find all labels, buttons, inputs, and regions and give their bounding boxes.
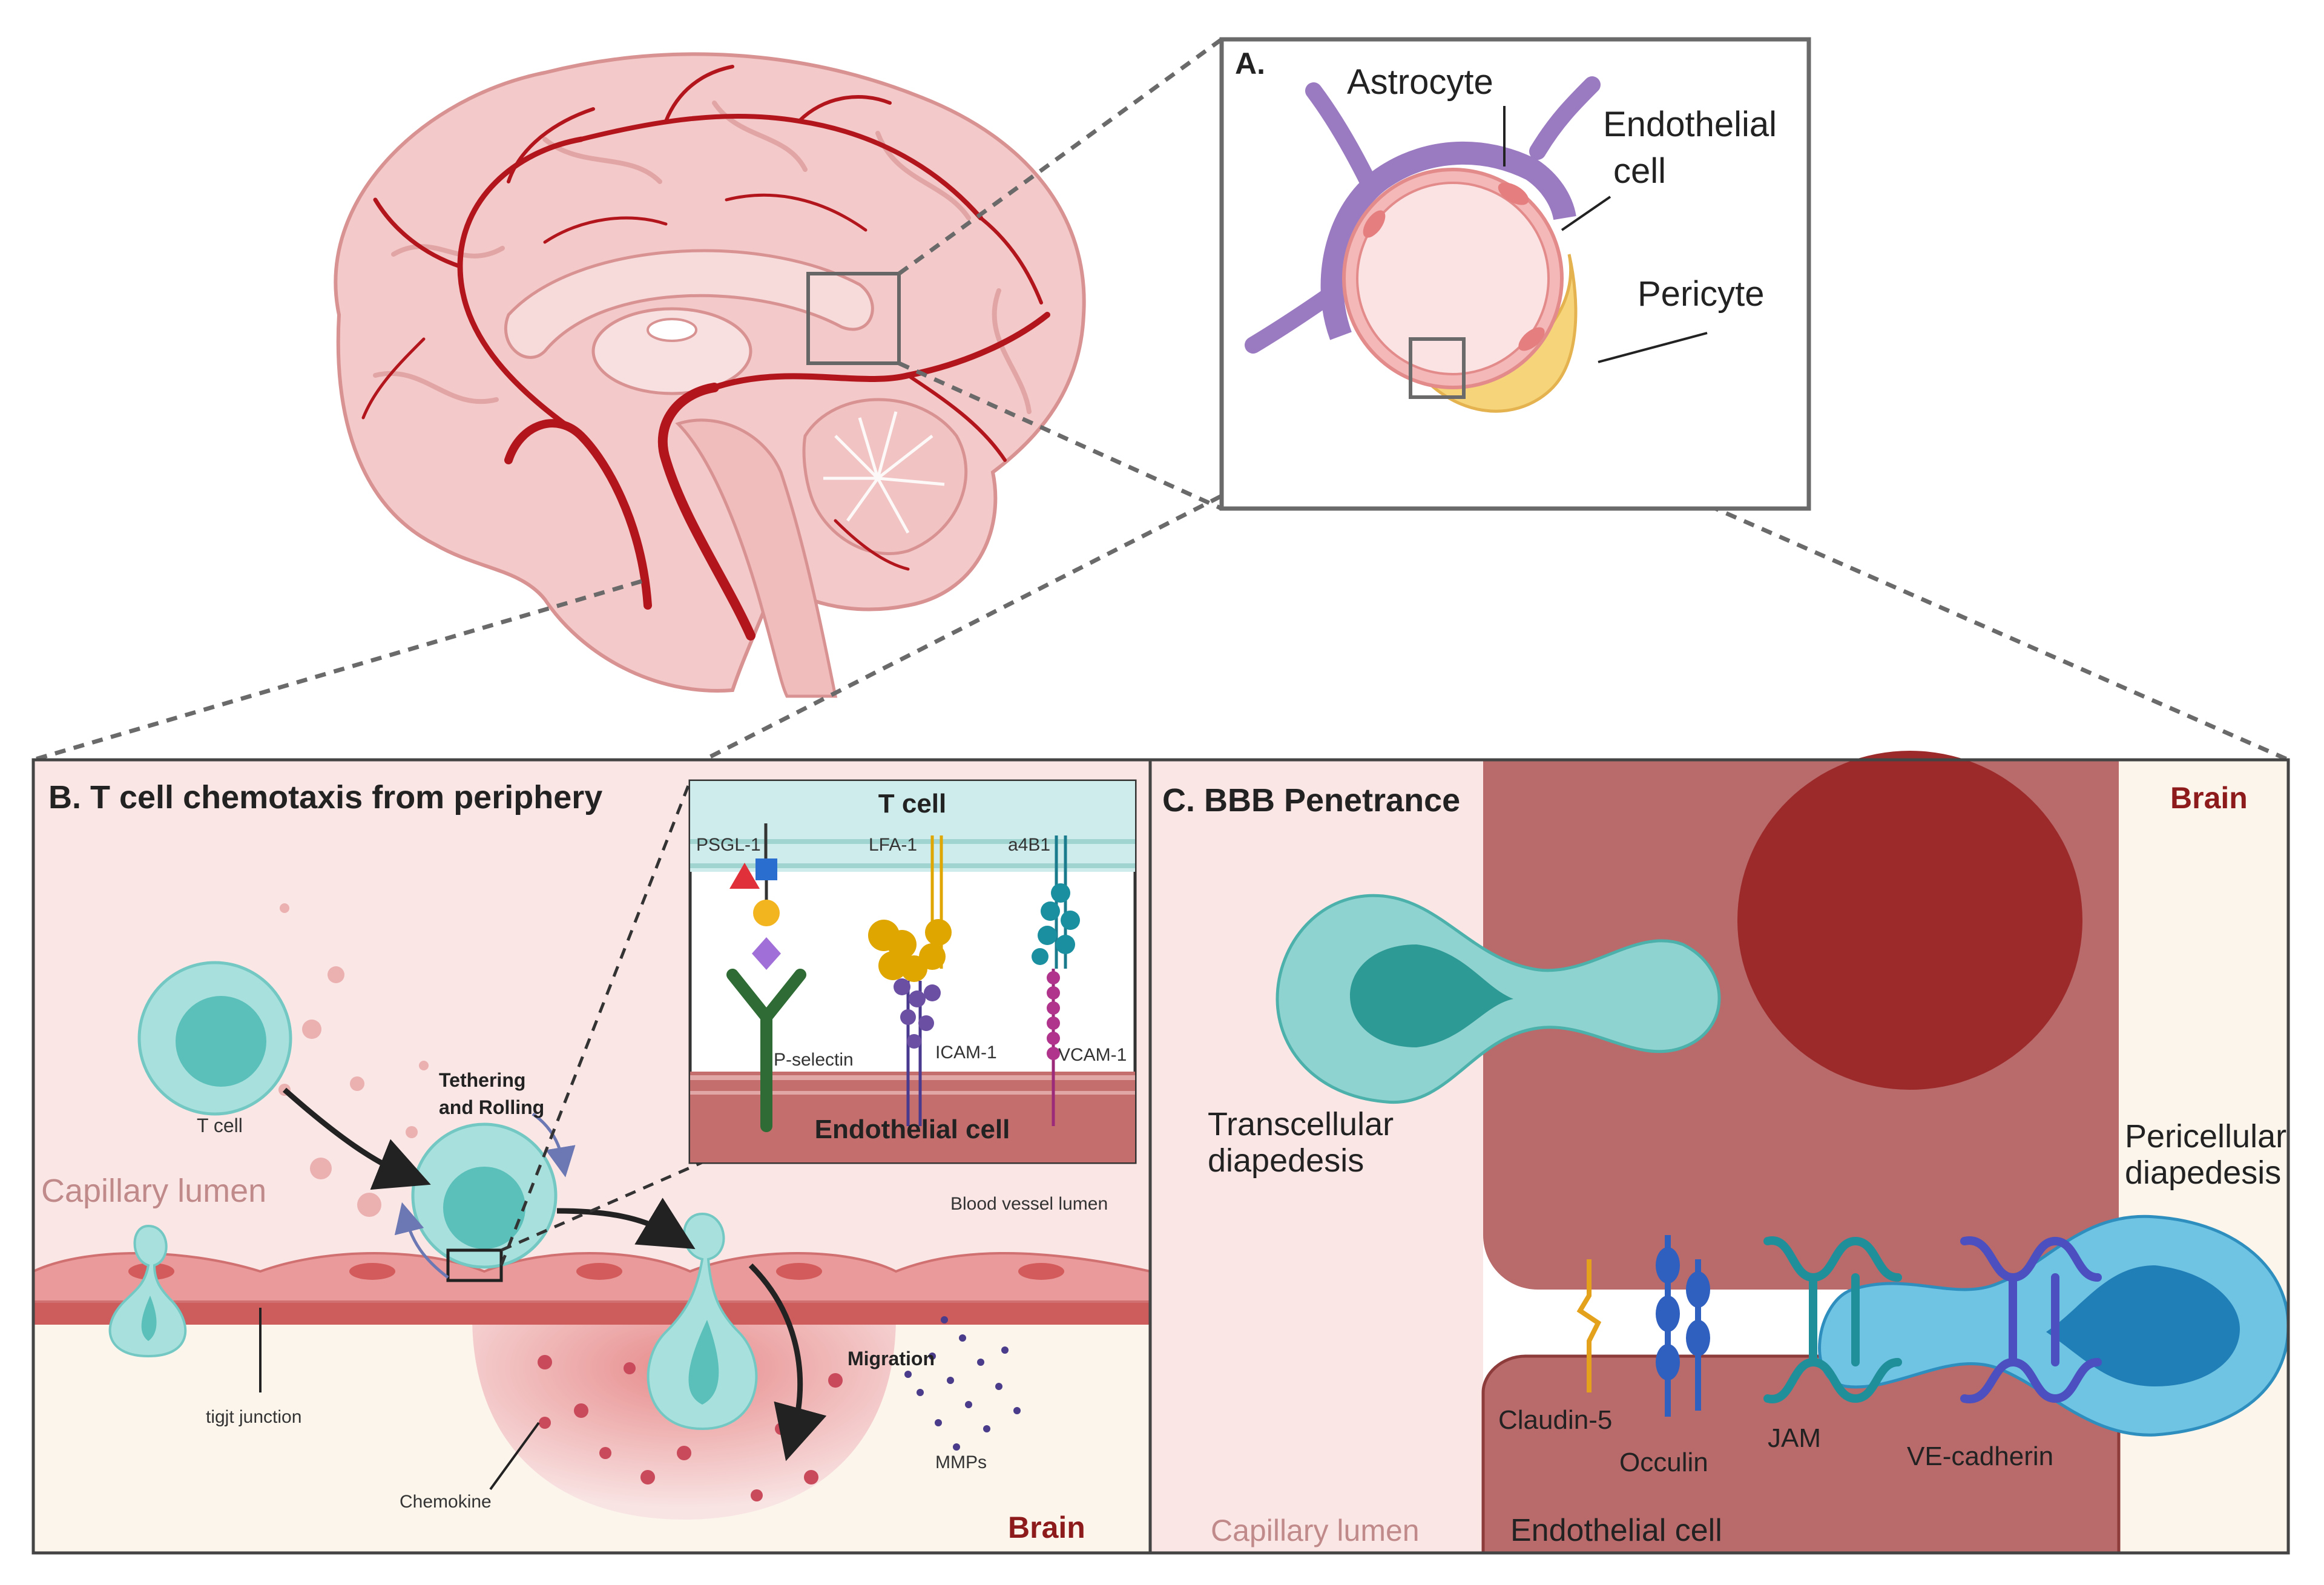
panel-c-title: C. BBB Penetrance: [1162, 782, 1460, 819]
vcam-1: [1047, 969, 1060, 1126]
panel-a-letter: A.: [1235, 47, 1265, 81]
endothelial-cell-label-c: Endothelial cell: [1510, 1513, 1722, 1548]
arrow-to-transmigration: [556, 1198, 696, 1250]
panel-a-zoom-box: [1409, 337, 1466, 399]
jam-label: JAM: [1768, 1423, 1821, 1453]
migrating-t-cell-nucleus: [688, 1320, 719, 1405]
brain-illustration: [334, 52, 1086, 698]
p-selectin: [726, 969, 806, 1132]
rolling-arrow-top: [532, 1112, 576, 1178]
inset-zoom-line: [499, 780, 692, 1266]
cerebral-arteries: [361, 65, 1050, 641]
occulin-label: Occulin: [1619, 1448, 1708, 1477]
psgl1-triangle: [729, 863, 760, 889]
psgl1-diamond: [752, 937, 781, 970]
endothelial-nuclei: [128, 1263, 1064, 1280]
endothelial-nucleus: [1518, 327, 1545, 351]
adhesion-inset: T cell PSGL-1 LFA-1 a4B1 P-selectin ICAM…: [688, 779, 1137, 1164]
a4b1-head: [1032, 883, 1080, 965]
brain-gyri: [373, 101, 1032, 414]
inset-t-cell-label: T cell: [878, 789, 947, 819]
panel-c-frame: [1148, 758, 2290, 1555]
capillary-lumen-label-b: Capillary lumen: [41, 1173, 266, 1209]
chemokine-label: Chemokine: [400, 1492, 492, 1512]
icam1-label: ICAM-1: [935, 1043, 997, 1063]
tethering-label-1: Tethering: [439, 1069, 525, 1091]
transcellular-label-1: Transcellular: [1208, 1106, 1394, 1142]
astrocyte-label: Astrocyte: [1347, 62, 1493, 102]
migrating-t-cell: [647, 1212, 758, 1431]
arrow-to-tethering: [283, 1087, 431, 1190]
transcellular-label-2: diapedesis: [1208, 1142, 1364, 1179]
chemokine-droplets: [278, 903, 429, 1217]
brain-label-c: Brain: [2170, 781, 2248, 815]
tethering-t-cell-nucleus: [443, 1167, 525, 1249]
claudin5-label: Claudin-5: [1498, 1405, 1612, 1435]
endothelial-nucleus: [1363, 210, 1386, 238]
a4b1-label: a4B1: [1008, 835, 1050, 855]
cerebellum: [802, 398, 968, 555]
tethering-label-2: and Rolling: [439, 1096, 544, 1118]
brain-label-b: Brain: [1008, 1511, 1085, 1544]
extravasating-t-cell-left-nucleus: [141, 1296, 157, 1341]
blood-vessel-lumen-label: Blood vessel lumen: [950, 1194, 1108, 1214]
endothelial-label-2: cell: [1613, 151, 1666, 191]
vessel-lumen: [1356, 182, 1550, 375]
panel-b: T cell PSGL-1 LFA-1 a4B1 P-selectin ICAM…: [32, 760, 1151, 1553]
lfa1-label: LFA-1: [869, 835, 917, 855]
tight-junction-label: tigjt junction: [206, 1407, 301, 1427]
pericellular-label-1: Pericellular: [2125, 1118, 2286, 1155]
rolling-arrow-bottom: [394, 1202, 449, 1279]
panel-c: C. BBB Penetrance Brain Transcellular di…: [1150, 751, 2290, 1555]
endothelial-nucleus: [1498, 182, 1529, 205]
ve-cadherin-label: VE-cadherin: [1907, 1442, 2053, 1471]
vcam1-label: VCAM-1: [1058, 1045, 1127, 1065]
panel-c-lumen-bg: [1150, 760, 1483, 1553]
pericellular-t-cell-nucleus: [2046, 1265, 2240, 1386]
p-selectin-label: P-selectin: [774, 1050, 854, 1070]
psgl1-label: PSGL-1: [696, 835, 761, 855]
jam: [1763, 1236, 1902, 1403]
t-cell-nucleus: [176, 996, 266, 1087]
endothelial-cell-nucleus: [1737, 751, 2082, 1090]
brainstem: [675, 418, 838, 698]
thalamus: [591, 307, 752, 395]
panel-b-title: B. T cell chemotaxis from periphery: [48, 779, 602, 816]
mmps-label: MMPs: [935, 1452, 987, 1472]
psgl1-circle: [753, 900, 780, 926]
migration-arrow: [748, 1263, 827, 1461]
inset-endothelial-label: Endothelial cell: [815, 1115, 1010, 1144]
ve-cadherin: [1960, 1236, 2102, 1403]
brain-zoom-box: [806, 272, 901, 365]
t-cell-label: T cell: [197, 1115, 243, 1136]
cerebellum-folia: [823, 411, 945, 534]
panel-a: A. Astrocyte Endothelial cell Pericyte: [1219, 37, 1811, 511]
mmp-dots: [904, 1316, 1021, 1451]
ventricle: [647, 318, 697, 342]
endothelial-cell-lower: [1481, 1354, 2121, 1555]
endothelial-label-1: Endothelial: [1603, 105, 1777, 144]
corpus-callosum: [504, 249, 874, 359]
pericellular-label-2: diapedesis: [2125, 1155, 2281, 1191]
icam-1: [894, 978, 941, 1126]
transcellular-t-cell-nucleus: [1350, 944, 1513, 1047]
psgl1-square: [755, 858, 777, 880]
pericyte-pointer: [1598, 332, 1708, 363]
lfa1-head: [868, 919, 952, 982]
inset-zoom-line: [500, 1161, 703, 1252]
astrocyte-endfeet: [1320, 141, 1576, 340]
occludin: [1656, 1235, 1710, 1417]
basement-membrane: [33, 1302, 1150, 1325]
endothelial-pointer: [1561, 196, 1611, 231]
chemokine-pointer: [489, 1422, 540, 1491]
pericyte-label: Pericyte: [1638, 274, 1765, 314]
claudin-5: [1576, 1259, 1602, 1392]
capillary-lumen-label-c: Capillary lumen: [1211, 1514, 1420, 1547]
extravasating-t-cell-left: [108, 1224, 187, 1358]
migration-label: Migration: [848, 1348, 935, 1369]
